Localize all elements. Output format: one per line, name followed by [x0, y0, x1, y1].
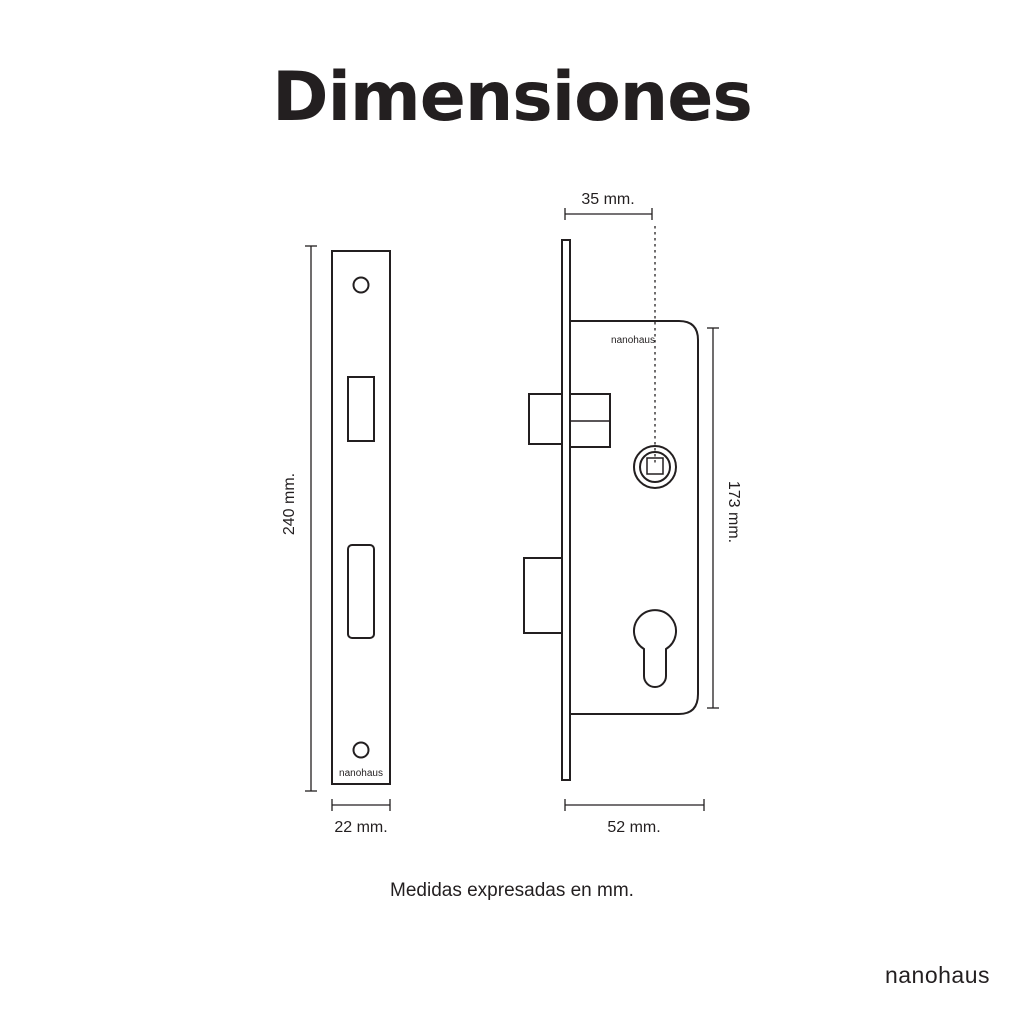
faceplate-bottom-screw-hole [352, 741, 370, 759]
faceplate-height-label: 240 mm. [281, 473, 298, 535]
faceplate-deadbolt-opening [347, 376, 375, 442]
lockbody [523, 239, 699, 781]
follower-spindle [646, 457, 664, 475]
faceplate-width-label: 22 mm. [334, 819, 387, 836]
brand-logo: nanohaus [884, 962, 990, 988]
backset-dimension [564, 208, 656, 466]
lockbody-height-dimension [707, 327, 719, 709]
faceplate-height-dimension [305, 245, 317, 792]
latch-bolt [523, 557, 563, 634]
lockbody-width-dimension [564, 799, 705, 811]
lockbody-case-outline [570, 320, 699, 715]
lockbody-brand-label: nanohaus [611, 335, 655, 346]
page-title: Dimensiones [272, 58, 753, 137]
follower-outer [633, 445, 677, 489]
follower-inner [639, 451, 671, 483]
lockbody-width-label: 52 mm. [607, 819, 660, 836]
deadbolt-outer [528, 393, 563, 445]
measurement-footnote: Medidas expresadas en mm. [390, 880, 634, 901]
faceplate-width-dimension [331, 799, 391, 811]
backset-label: 35 mm. [581, 191, 634, 208]
faceplate-brand-label: nanohaus [339, 768, 383, 779]
faceplate [331, 250, 391, 785]
faceplate-outline [331, 250, 391, 785]
lockbody-height-label: 173 mm. [725, 481, 742, 543]
cylinder-keyhole [633, 609, 677, 688]
faceplate-latch-opening [347, 544, 375, 639]
faceplate-top-screw-hole [352, 276, 370, 294]
lockbody-front-plate [561, 239, 571, 781]
